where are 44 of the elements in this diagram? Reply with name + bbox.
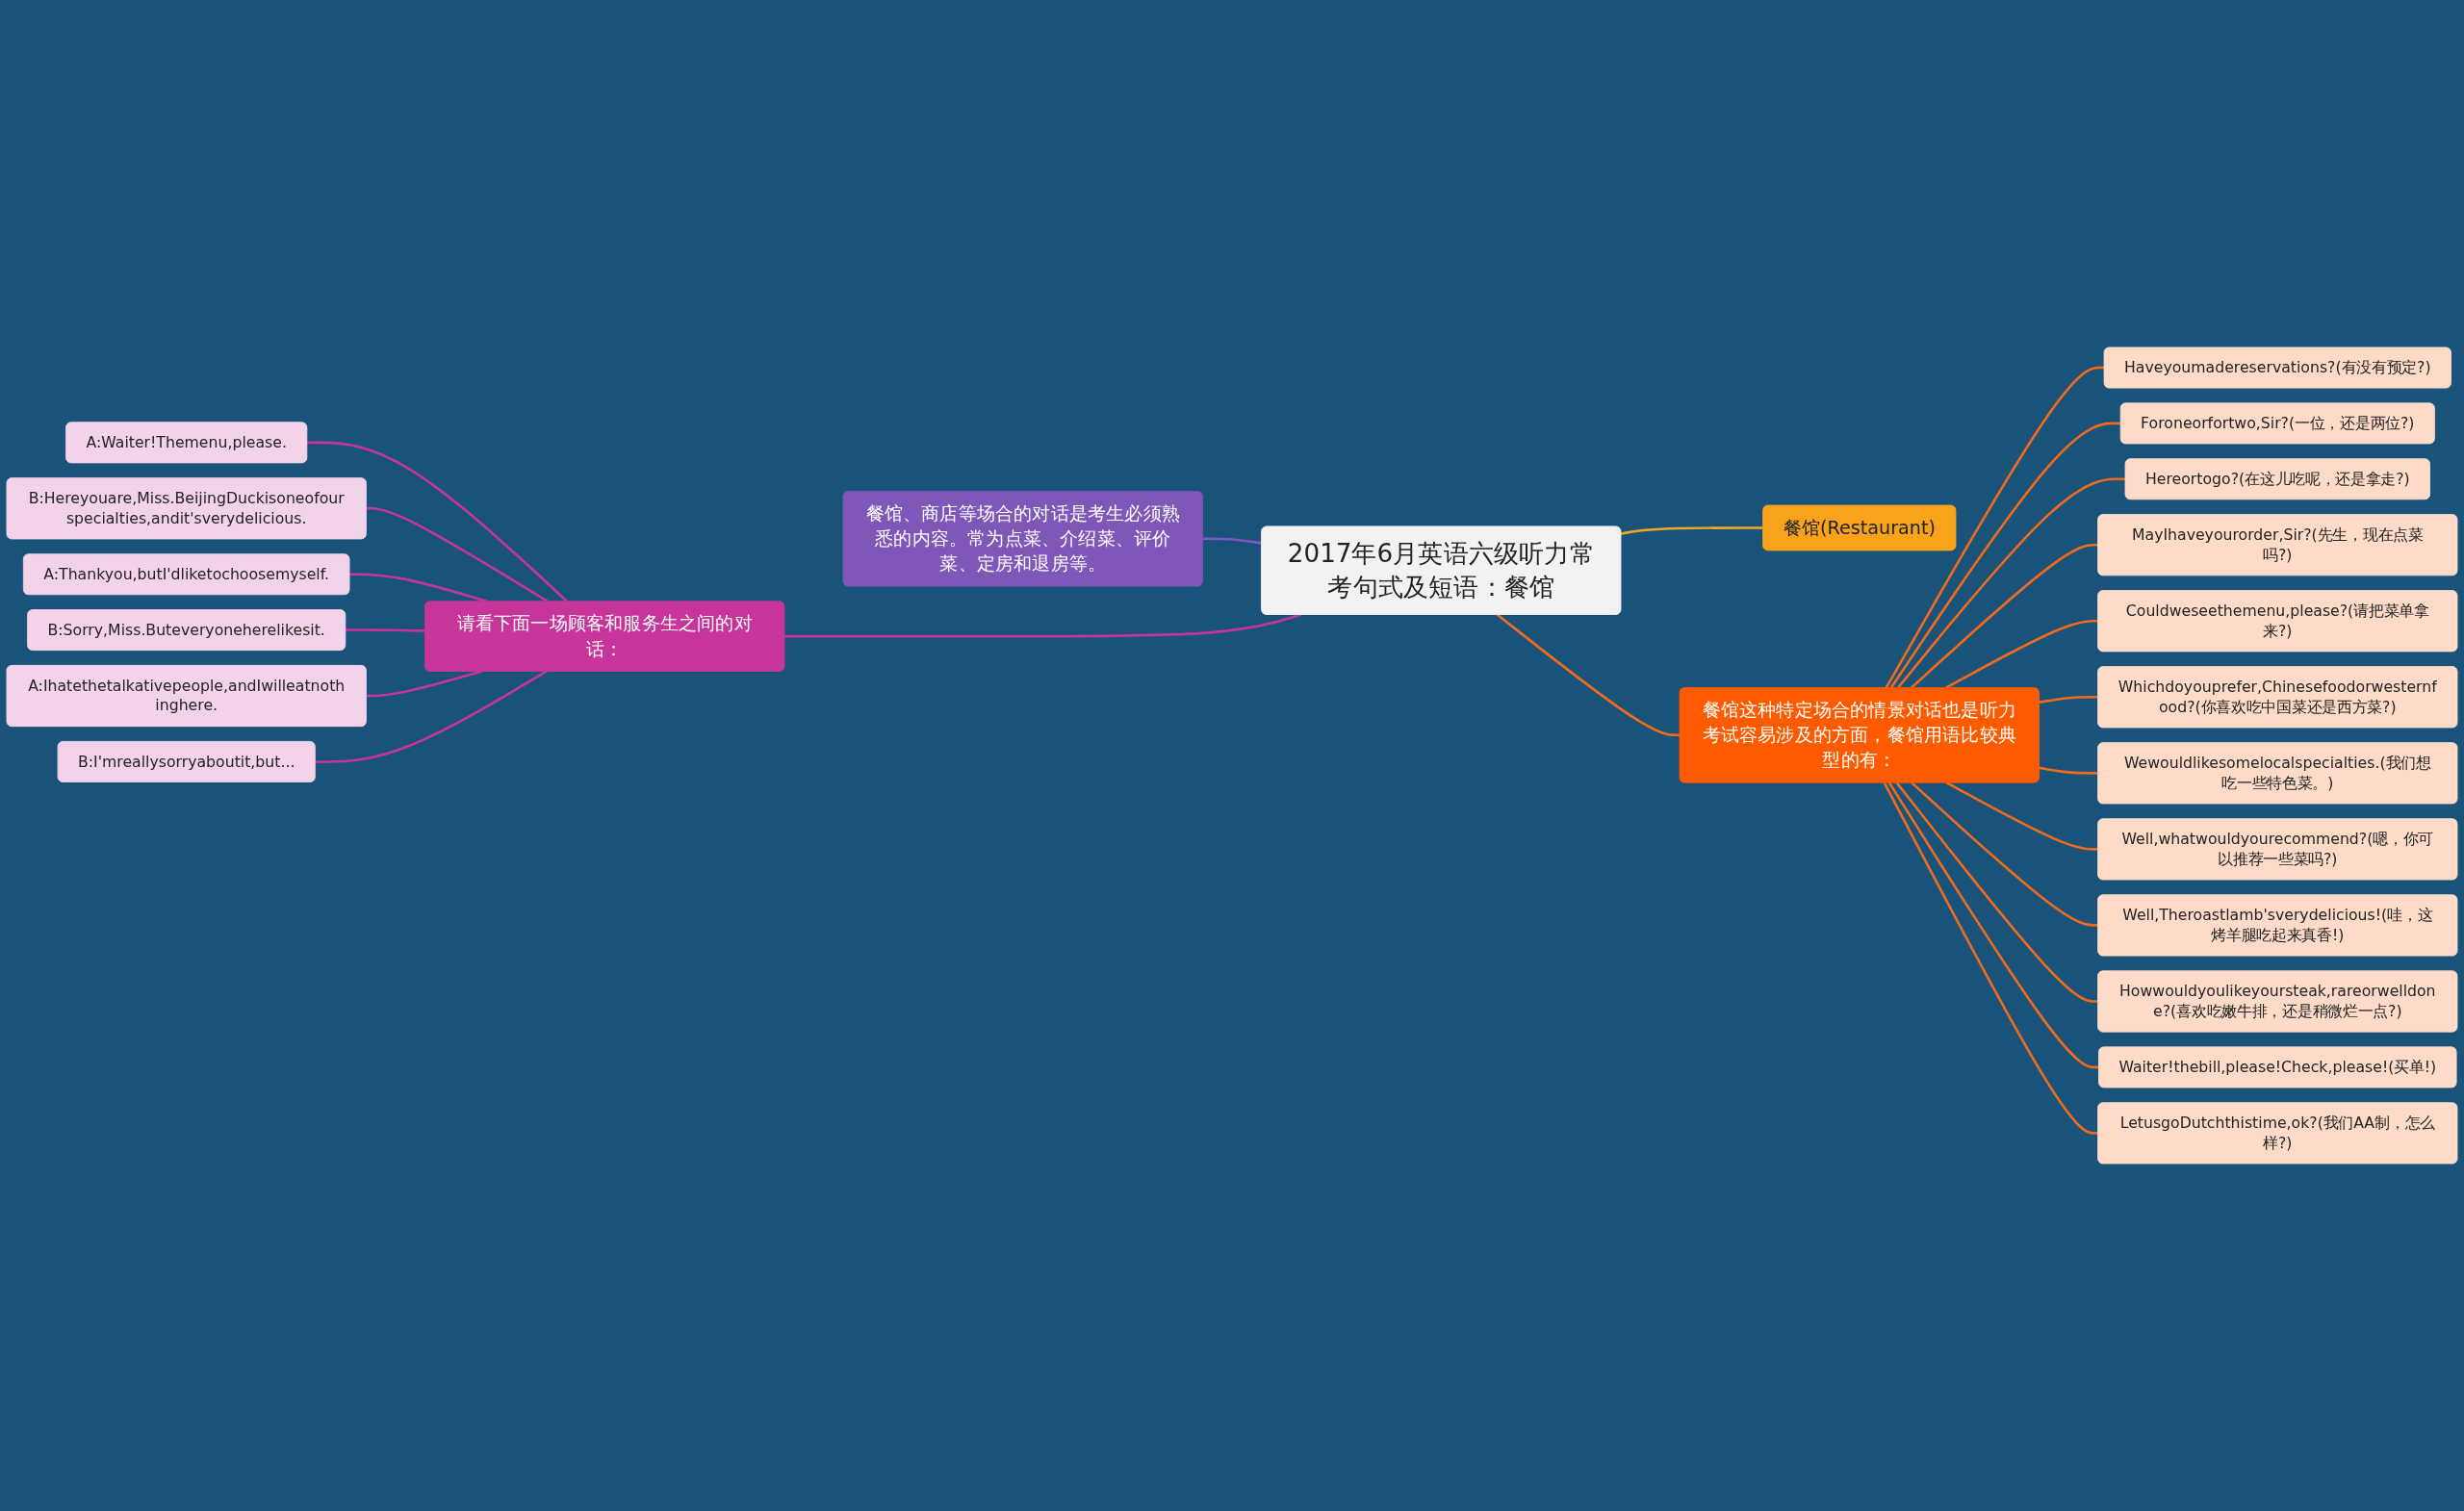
node-box: B:Sorry,Miss.Buteveryoneherelikesit. bbox=[27, 609, 346, 652]
node-box: Hereortogo?(在这儿吃呢，还是拿走?) bbox=[2124, 458, 2430, 500]
connector bbox=[1883, 781, 2098, 1135]
node-box: LetusgoDutchthistime,ok?(我们AA制，怎么样?) bbox=[2097, 1102, 2458, 1165]
connector bbox=[1885, 366, 2105, 689]
node-box: Waiter!thebill,please!Check,please!(买单!) bbox=[2098, 1046, 2457, 1088]
node-box: B:I'mreallysorryaboutit,but... bbox=[57, 740, 316, 782]
connector bbox=[1620, 526, 1763, 535]
connector bbox=[1945, 619, 2098, 689]
connector bbox=[1496, 613, 1681, 737]
connector bbox=[783, 613, 1302, 638]
connector bbox=[345, 628, 425, 632]
connector bbox=[366, 670, 482, 698]
connector bbox=[1911, 543, 2098, 689]
connector bbox=[1897, 477, 2126, 689]
node-box: B:Hereyouare,Miss.BeijingDuckisoneofourspecialties,andit'sverydelicious. bbox=[6, 477, 367, 540]
node-box: Howwouldyoulikeyoursteak,rareorwelldone?(喜欢吃嫩牛排，还是稍微烂一点?) bbox=[2097, 970, 2458, 1033]
node-box: Well,whatwouldyourecommend?(嗯，你可以推荐一些菜吗?) bbox=[2097, 818, 2458, 881]
connector bbox=[1911, 781, 2098, 927]
node-box: 餐馆(Restaurant) bbox=[1762, 504, 1957, 551]
connector bbox=[1887, 781, 2099, 1069]
connector bbox=[315, 670, 548, 763]
node-box: 餐馆、商店等场合的对话是考生必须熟悉的内容。常为点菜、介绍菜、评价菜、定房和退房等。 bbox=[842, 490, 1203, 587]
node-box: Haveyoumadereservations?(有没有预定?) bbox=[2103, 346, 2451, 389]
connector bbox=[366, 506, 549, 602]
node-box: Wewouldlikesomelocalspecialties.(我们想吃一些特色菜。) bbox=[2097, 742, 2458, 805]
node-box: 餐馆这种特定场合的情景对话也是听力考试容易涉及的方面，餐馆用语比较典型的有： bbox=[1679, 687, 2040, 783]
connector bbox=[1895, 781, 2098, 1003]
node-box: Couldweseethemenu,please?(请把菜单拿来?) bbox=[2097, 590, 2458, 653]
node-box: Well,Theroastlamb'sverydelicious!(哇，这烤羊腿吃起来真香!) bbox=[2097, 894, 2458, 957]
connector bbox=[1889, 422, 2121, 689]
node-box: Foroneorfortwo,Sir?(一位，还是两位?) bbox=[2119, 402, 2435, 445]
node-box: Whichdoyouprefer,Chinesefoodorwesternfood?(你喜欢吃中国菜还是西方菜?) bbox=[2097, 666, 2458, 729]
connector bbox=[2039, 766, 2098, 775]
node-box: 请看下面一场顾客和服务生之间的对话： bbox=[424, 601, 785, 672]
node-box: A:Waiter!Themenu,please. bbox=[65, 422, 308, 464]
node-box: A:Thankyou,butI'dliketochoosemyself. bbox=[22, 553, 350, 596]
connector bbox=[1202, 537, 1262, 545]
node-box: A:Ihatethetalkativepeople,andIwilleatnothinghere. bbox=[6, 664, 367, 728]
node-box: 2017年6月英语六级听力常考句式及短语：餐馆 bbox=[1261, 525, 1622, 615]
node-box: MayIhaveyourorder,Sir?(先生，现在点菜吗?) bbox=[2097, 514, 2458, 576]
connector bbox=[349, 573, 487, 602]
connector bbox=[306, 441, 568, 602]
connector bbox=[2039, 695, 2098, 704]
